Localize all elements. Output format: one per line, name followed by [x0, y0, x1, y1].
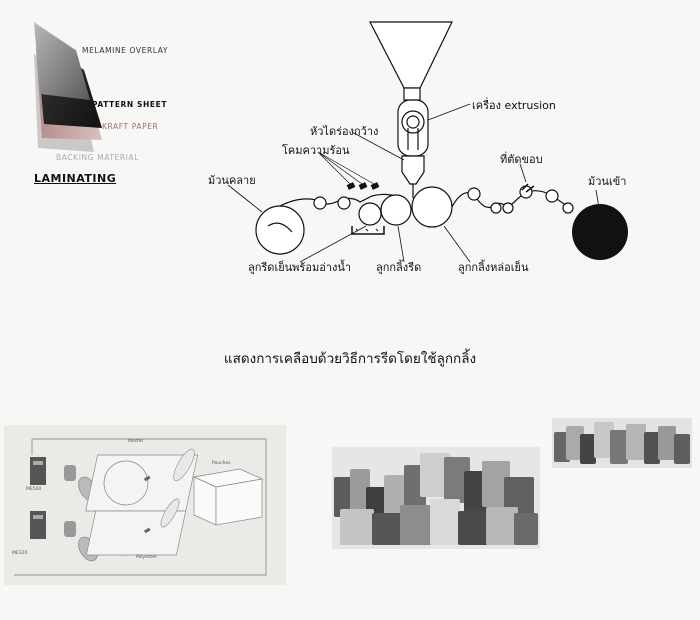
layer-label-backing: BACKING MATERIAL — [56, 153, 139, 162]
pump-bottom — [64, 521, 76, 537]
diagram-caption: แสดงการเคลือบด้วยวิธีการรีดโดยใช้ลูกกลิ้… — [223, 351, 477, 367]
guide-roller-5 — [502, 202, 514, 214]
heater-lamp-1 — [346, 182, 356, 190]
pouch-box-side — [215, 478, 263, 526]
laminate-layers-graphic — [33, 21, 102, 152]
packaged-products-photo-large — [332, 447, 540, 549]
pump-top — [64, 465, 76, 481]
layer-label-melamine: MELAMINE OVERLAY — [82, 46, 169, 55]
label-nip-roll: ลูกกลิ้งรีด — [376, 261, 422, 274]
label-trimmer: ที่ตัดขอบ — [500, 153, 543, 166]
laminating-illustration: MELAMINE OVERLAY PATTERN SHEET KRAFT PAP… — [30, 20, 190, 190]
melamine-overlay-layer — [34, 22, 90, 100]
label-master: Master — [128, 439, 144, 444]
guide-roller-1 — [313, 196, 327, 210]
chill-roll — [411, 186, 453, 228]
guide-roller-8 — [562, 202, 574, 214]
label-me320: ME320 — [12, 551, 28, 556]
slot-die — [401, 155, 425, 185]
guide-roller-4 — [490, 202, 502, 214]
heater-lamp-3 — [370, 182, 380, 190]
label-pouches: Pouches — [212, 461, 231, 466]
guide-roller-2 — [337, 196, 351, 210]
label-rewind: ม้วนเข้า — [588, 175, 627, 188]
label-extruder: เครื่อง extrusion — [472, 99, 556, 112]
laminating-title: LAMINATING — [34, 172, 117, 185]
layer-label-kraft: KRAFT PAPER — [102, 122, 159, 131]
layer-label-pattern: PATTERN SHEET — [92, 100, 168, 109]
label-polyester: Polyester — [136, 555, 157, 560]
drum-top — [103, 460, 149, 506]
hopper-neck — [403, 87, 421, 101]
packaged-products-photo-small — [552, 418, 692, 468]
label-me500: ME500 — [26, 487, 42, 492]
label-chill-roll: ลูกกลิ้งหล่อเย็น — [458, 261, 529, 274]
heater-lamp-2 — [358, 182, 368, 190]
nip-roll — [380, 194, 412, 226]
rewind-roll — [572, 204, 628, 260]
edge-trimmer — [521, 183, 535, 193]
guide-roller-3 — [467, 187, 481, 201]
pressure-roll — [358, 202, 382, 226]
label-slot-die: หัวไดร่องกว้าง — [310, 125, 379, 138]
label-unwind: ม้วนคลาย — [208, 174, 256, 187]
extrusion-diagram: เครื่อง extrusion หัวไดร่องกว้าง โคมความ… — [0, 0, 700, 300]
guide-roller-7 — [545, 189, 559, 203]
nip-roller — [173, 448, 195, 482]
extruder-screw-outer — [401, 110, 425, 134]
unwind-roll — [255, 205, 305, 255]
label-pressure-roll-bath: ลูกรีดเย็นพร้อมอ่างน้ำ — [248, 261, 352, 274]
hopper — [369, 21, 453, 89]
extruder-screw-inner — [406, 115, 420, 129]
lamination-machine-schematic: Master ME500 ME320 Polyester Pouches — [4, 425, 286, 585]
label-heater: โคมความร้อน — [282, 144, 350, 157]
machine-drawing — [14, 438, 267, 576]
water-bath — [351, 226, 385, 235]
extrusion-line-drawing — [227, 21, 628, 263]
